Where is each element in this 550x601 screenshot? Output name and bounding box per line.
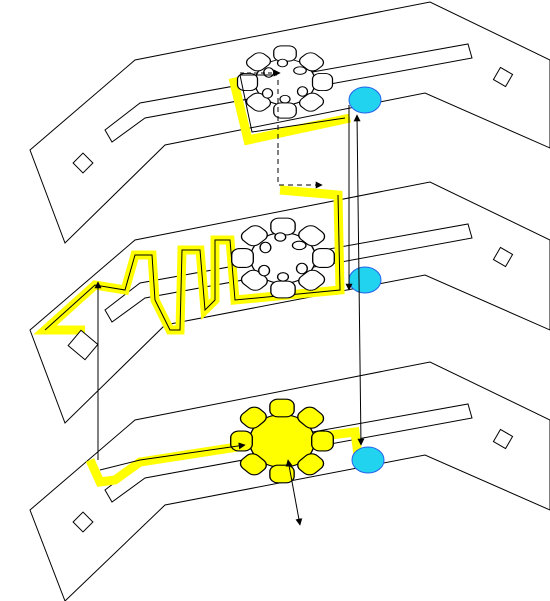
top-layer-slot xyxy=(104,43,473,143)
gear-down-arrow xyxy=(285,459,303,526)
bottom-gear-component xyxy=(230,398,334,484)
bottom-via-pad xyxy=(351,446,385,474)
middle-layer-square-right xyxy=(492,246,514,268)
top-gear-component xyxy=(236,45,334,119)
bottom-layer-square-right xyxy=(492,428,514,450)
top-layer-square-left xyxy=(72,152,94,174)
middle-via-pad xyxy=(348,266,382,294)
bottom-layer-square-left xyxy=(72,511,94,533)
bottom-trace-edge xyxy=(99,442,246,471)
top-layer-square-right xyxy=(492,66,514,88)
middle-layer xyxy=(29,150,550,424)
middle-dashed-arrow xyxy=(277,150,323,189)
middle-layer-square-left xyxy=(67,329,99,361)
via-link-arrow-top xyxy=(353,114,365,446)
middle-layer-slot xyxy=(104,223,473,323)
top-trace xyxy=(228,76,351,146)
middle-gear-component xyxy=(231,217,335,299)
bottom-layer xyxy=(29,361,550,601)
top-via-pad xyxy=(348,86,382,114)
top-trace-outline xyxy=(239,74,346,133)
top-layer xyxy=(29,1,550,244)
connection-arrows xyxy=(94,80,365,526)
